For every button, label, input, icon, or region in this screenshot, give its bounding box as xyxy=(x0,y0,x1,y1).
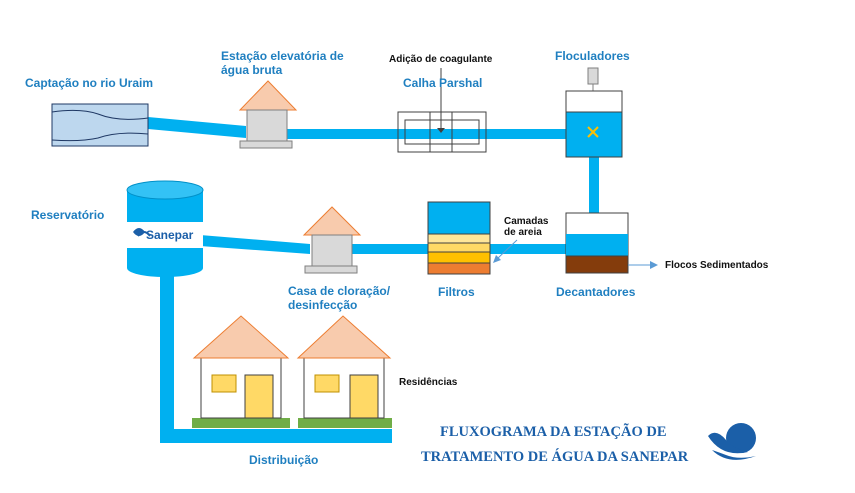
residence-right xyxy=(296,315,392,428)
label-filtros: Filtros xyxy=(438,285,475,299)
pipes xyxy=(148,117,599,443)
pipe-distribution xyxy=(160,429,392,443)
label-camadas-linha2: de areia xyxy=(504,227,542,238)
river-intake xyxy=(51,103,149,147)
label-residencias: Residências xyxy=(399,377,458,388)
pipe-decanter-to-filter xyxy=(490,244,568,254)
pipe-pump-to-parshall xyxy=(286,129,404,139)
title-line1: FLUXOGRAMA DA ESTAÇÃO DE xyxy=(440,424,667,440)
label-floculadores: Floculadores xyxy=(555,49,630,63)
residence-left xyxy=(192,315,290,428)
pipe-reservoir-down xyxy=(160,275,174,440)
label-captacao: Captação no rio Uraim xyxy=(25,76,154,90)
chlorination-house xyxy=(302,206,362,274)
pipe-chlorination-to-reservoir xyxy=(200,235,310,254)
label-casa-linha2: desinfecção xyxy=(288,298,358,312)
flocculator-tank xyxy=(565,67,623,158)
label-adicao: Adição de coagulante xyxy=(389,54,493,65)
pipe-filter-to-chlorination xyxy=(352,244,430,254)
label-estacao-linha1: Estação elevatória de xyxy=(221,49,344,63)
label-calha: Calha Parshal xyxy=(403,76,483,90)
label-estacao-linha2: água bruta xyxy=(221,63,283,77)
pipe-river-to-pump xyxy=(148,117,246,138)
pipe-flocculator-to-decanter xyxy=(589,156,599,216)
label-camadas-linha1: Camadas xyxy=(504,216,549,227)
pump-station xyxy=(238,80,298,149)
label-flocos: Flocos Sedimentados xyxy=(665,260,769,271)
label-decantadores: Decantadores xyxy=(556,285,636,299)
title-line2: TRATAMENTO DE ÁGUA DA SANEPAR xyxy=(421,449,689,465)
tank-brand-text: Sanepar xyxy=(146,228,194,242)
label-distribuicao: Distribuição xyxy=(249,453,319,467)
decanter-tank xyxy=(565,212,658,274)
reservoir-tank xyxy=(126,180,204,277)
filter-tank xyxy=(427,201,518,275)
pipe-parshall-channel xyxy=(402,129,486,139)
label-reservatorio: Reservatório xyxy=(31,208,105,222)
sanepar-logo xyxy=(708,423,756,460)
label-casa-linha1: Casa de cloração/ xyxy=(288,284,391,298)
pipe-parshall-to-flocculator xyxy=(486,129,566,139)
parshall-flume xyxy=(397,68,487,153)
